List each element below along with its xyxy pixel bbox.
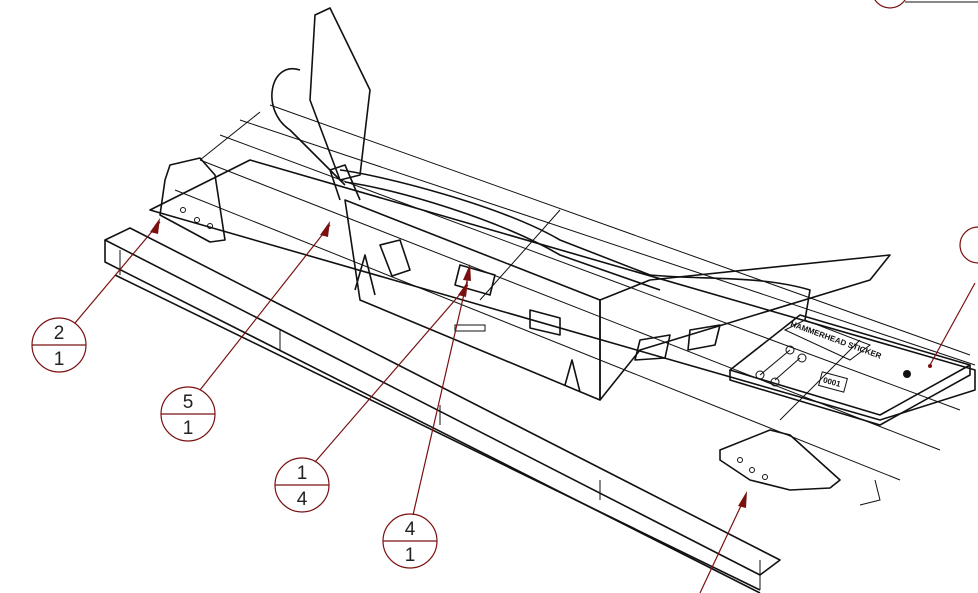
balloon-item: 5 [183,392,194,413]
left-bracket [159,157,226,243]
balloon-1: 1 4 [274,457,330,513]
balloon-qty: 1 [54,349,65,370]
bumper [271,7,891,401]
balloon-2: 2 1 [31,317,87,373]
balloon-qty: 4 [297,489,308,510]
balloon-4: 4 1 [382,513,438,569]
right-bracket [719,429,841,491]
leaders [74,0,978,593]
balloon-item: 4 [405,519,416,540]
balloon-item: 1 [297,463,308,484]
pallet [104,104,976,593]
balloon-item: 2 [54,323,65,344]
balloon-5: 5 1 [160,386,216,442]
balloon-qty: 1 [405,545,416,566]
parts-box: HAMMERHEAD STICKER 0001 [729,314,971,426]
balloon-qty: 1 [183,418,194,439]
